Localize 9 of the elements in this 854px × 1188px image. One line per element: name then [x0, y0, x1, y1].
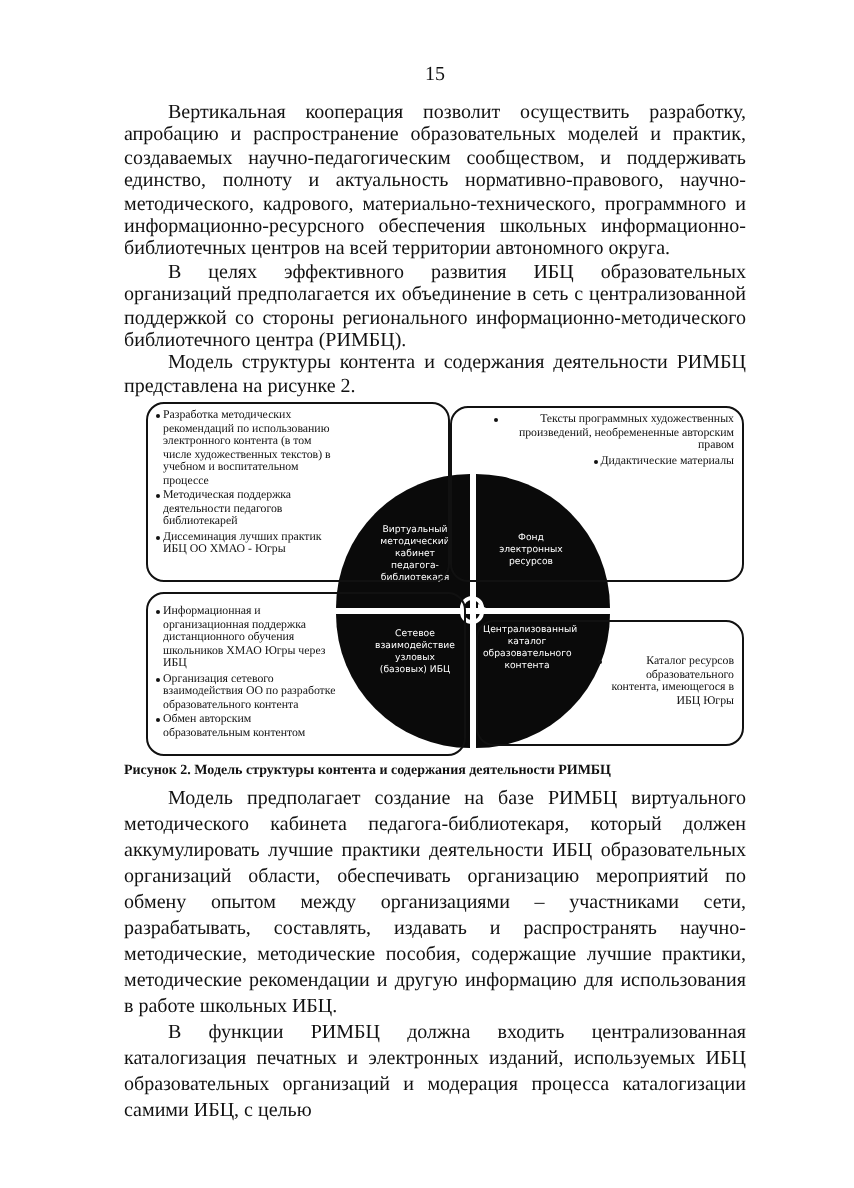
- paragraph: Модель предполагает создание на базе РИМБЦ виртуального методического кабинета педагога-библиотекаря, который должен аккумулировать лучшие практики деятельности ИБЦ образовательных организаций области, обеспечивать организацию мероприятий по обмену опытом между организациями – участниками сети, разрабатывать, составлять, издавать и распространять научно-методические, методические пособия, содержащие лучшие практики, методические рекомендации и другую информацию для использования в работе школьных ИБЦ.: [124, 786, 746, 1020]
- page-number: 15: [423, 64, 447, 86]
- paragraph: В целях эффективного развития ИБЦ образовательных организаций предполагается их объединение в сеть с централизованной поддержкой со стороны регионального информационно-методического библиотечного центра (РИМБЦ).: [124, 261, 746, 353]
- paragraph: Вертикальная кооперация позволит осуществить разработку, апробацию и распространение образовательных моделей и практик, создаваемых научно-педагогическим сообществом, и поддерживать единство, полноту и актуальность нормативно-правового, научно-методического, кадрового, материально-технического, программного и информационно-ресурсного обеспечения школьных информационно-библиотечных центров на всей территории автономного округа.: [124, 102, 746, 262]
- bracket-frame: [146, 402, 450, 582]
- paragraph: Модель структуры контента и содержания деятельности РИМБЦ представлена на рисунке 2.: [124, 352, 746, 399]
- paragraph: В функции РИМБЦ должна входить централизованная каталогизация печатных и электронных изданий, используемых ИБЦ образовательных организаций и модерация процесса каталогизации самими ИБЦ, с целью: [124, 1020, 746, 1124]
- bracket-frame: [450, 406, 744, 582]
- bracket-frame: [146, 592, 466, 756]
